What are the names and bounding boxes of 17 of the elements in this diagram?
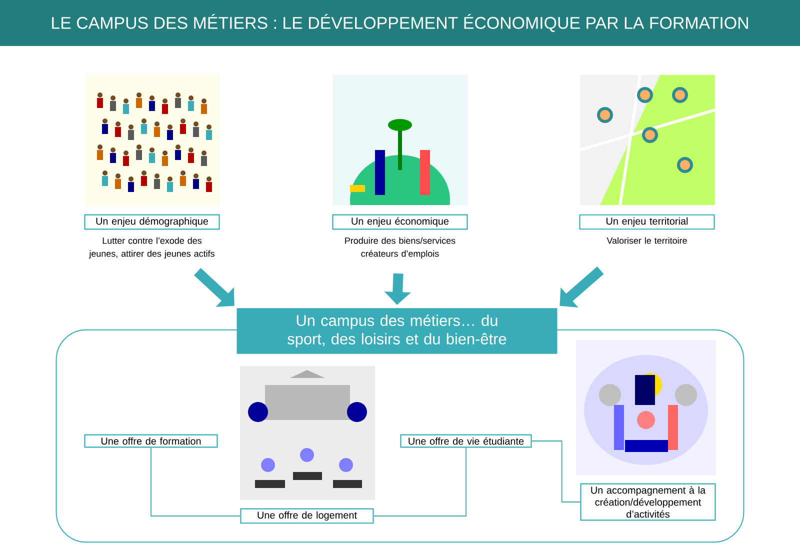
label-box: Une offre de logement [240,508,374,524]
connector [194,268,234,307]
description-text: Produire des biens/services créateurs d’emplois [345,237,456,259]
description-text: Lutter contre l’exode des jeunes, attirer des jeunes actifs [89,237,214,259]
connector [560,266,604,308]
label-box: Une offre de vie étudiante [400,434,532,448]
node-label: Un campus des métiers… du [296,314,498,330]
label-box: Un enjeu démographique [84,214,220,230]
connector [531,440,581,502]
title-bar: LE CAMPUS DES MÉTIERS : LE DÉVELOPPEMENT ÉCONOMIQUE PAR LA FORMATION [0,0,800,46]
label-box: Un enjeu territorial [579,214,715,230]
label-box: Un enjeu économique [332,214,468,230]
label-box: Une offre de formation [84,434,218,448]
connector [373,447,466,516]
connector [150,447,241,516]
label-box: Un accompagnement à la création/développement d’activités [580,483,716,521]
description-text: Valoriser le territoire [606,237,687,244]
